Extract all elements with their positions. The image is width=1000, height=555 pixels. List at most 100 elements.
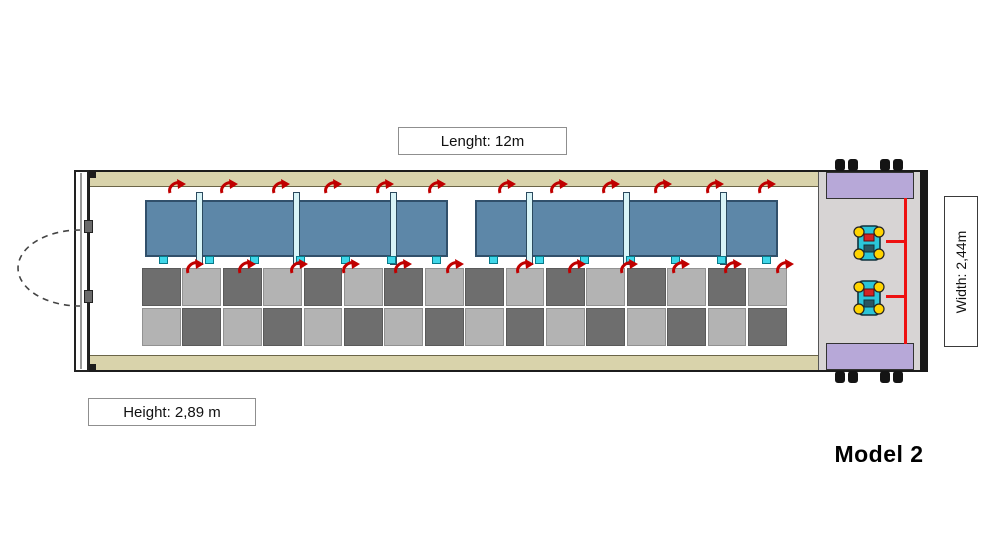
caster-wheel — [880, 159, 890, 171]
tray-cell — [626, 308, 666, 346]
tray-cell — [465, 308, 505, 346]
airflow-arrow-icon — [654, 179, 672, 194]
corner-casting-bottom-left — [88, 364, 96, 372]
sprinkler-foot — [341, 256, 350, 264]
tray-cell — [303, 268, 343, 306]
tray-cell — [667, 268, 707, 306]
caster-wheel — [835, 159, 845, 171]
tray-cell — [263, 268, 303, 306]
airflow-arrow-icon — [272, 179, 290, 194]
caster-wheel — [835, 371, 845, 383]
width-label: Width: 2,44m — [944, 196, 978, 347]
airflow-arrow-icon — [446, 259, 464, 274]
tray-cell — [142, 268, 181, 306]
tray-cell — [222, 308, 262, 346]
sprinkler-foot — [159, 256, 168, 264]
tray-cell — [344, 308, 383, 346]
tray-cell — [748, 308, 787, 346]
airflow-arrow-icon — [602, 179, 620, 194]
tray-cell — [344, 268, 383, 306]
support-bar — [720, 192, 727, 265]
climate-machine-icon — [853, 280, 885, 316]
pipe-stub-upper — [886, 240, 905, 243]
airflow-arrow-icon — [394, 259, 412, 274]
tray-cell — [465, 268, 505, 306]
airflow-arrow-icon — [758, 179, 776, 194]
tray-cell — [142, 308, 181, 346]
tray-cell — [546, 268, 585, 306]
airflow-arrow-icon — [342, 259, 360, 274]
tray-cell — [707, 268, 747, 306]
pipe-stub-lower — [886, 295, 905, 298]
sprinkler-foot — [386, 256, 396, 264]
airflow-arrow-icon — [672, 259, 690, 274]
door-swing-arc — [17, 229, 81, 307]
tray-cell — [424, 308, 464, 346]
caster-wheel — [893, 159, 903, 171]
tray-cell — [586, 308, 626, 346]
airflow-arrow-icon — [706, 179, 724, 194]
equipment-bay — [818, 172, 920, 370]
length-label-text: Lenght: 12m — [440, 132, 525, 150]
sprinkler-foot — [716, 256, 726, 264]
width-label-text: Width: 2,44m — [953, 230, 970, 313]
tray-cell — [586, 268, 626, 306]
airflow-arrow-icon — [290, 259, 308, 274]
support-bar — [196, 192, 203, 265]
airflow-arrow-icon — [550, 179, 568, 194]
hvac-unit-top — [826, 172, 914, 199]
tray-cell — [384, 268, 424, 306]
length-label: Lenght: 12m — [398, 127, 567, 155]
airflow-arrow-icon — [620, 259, 638, 274]
sprinkler-foot — [204, 256, 214, 264]
airflow-arrow-icon — [220, 179, 238, 194]
airflow-arrow-icon — [568, 259, 586, 274]
tray-cell — [222, 268, 262, 306]
airflow-arrow-icon — [498, 179, 516, 194]
tray-cell — [626, 268, 666, 306]
airflow-arrow-icon — [428, 179, 446, 194]
model-title: Model 2 — [834, 441, 924, 467]
support-bar — [526, 192, 533, 265]
container-wall-bottom — [90, 355, 818, 370]
tray-cell — [707, 308, 747, 346]
climate-machine-icon — [853, 225, 885, 261]
caster-wheel — [848, 371, 858, 383]
corner-casting-top-left — [88, 170, 96, 178]
airflow-arrow-icon — [168, 179, 186, 194]
airflow-arrow-icon — [376, 179, 394, 194]
caster-wheel — [880, 371, 890, 383]
door-hinge-bottom — [84, 290, 93, 303]
tray-cell — [748, 268, 787, 306]
caster-wheel — [893, 371, 903, 383]
airflow-arrow-icon — [186, 259, 204, 274]
airflow-arrow-icon — [724, 259, 742, 274]
sprinkler-foot — [671, 256, 680, 264]
support-bar — [390, 192, 397, 265]
caster-wheel — [848, 159, 858, 171]
support-bar — [293, 192, 300, 265]
hvac-unit-bottom — [826, 343, 914, 370]
door-end-inner-line — [80, 173, 82, 369]
tray-cell — [424, 268, 464, 306]
door-hinge-top — [84, 220, 93, 233]
airflow-arrow-icon — [238, 259, 256, 274]
height-label-text: Height: 2,89 m — [123, 403, 221, 421]
container-wall-top — [90, 172, 818, 187]
tray-cell — [546, 308, 585, 346]
airflow-arrow-icon — [516, 259, 534, 274]
tray-cell — [182, 268, 222, 306]
height-label: Height: 2,89 m — [88, 398, 256, 426]
tray-cell — [182, 308, 222, 346]
airflow-arrow-icon — [324, 179, 342, 194]
sprinkler-foot — [432, 256, 441, 264]
tray-cell — [263, 308, 303, 346]
tray-cell — [505, 308, 545, 346]
tray-cell — [505, 268, 545, 306]
support-bar — [623, 192, 630, 265]
container-end-rail — [920, 170, 928, 372]
sprinkler-foot — [762, 256, 771, 264]
airflow-arrow-icon — [776, 259, 794, 274]
